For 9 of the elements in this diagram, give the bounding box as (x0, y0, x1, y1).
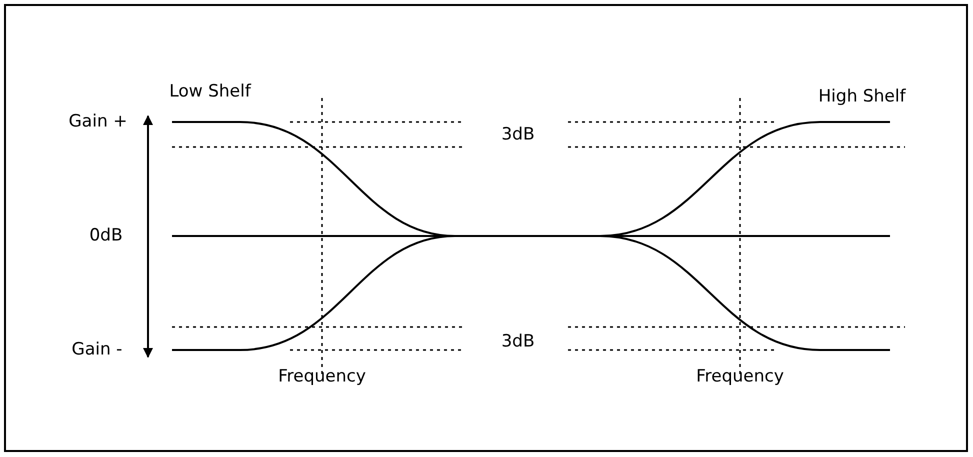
axis-label: Gain - (72, 340, 122, 360)
level-label: 3dB (501, 126, 535, 144)
panel-heading: Low Shelf (169, 82, 251, 102)
axis-label: 0dB (89, 226, 123, 246)
axis-label: Frequency (696, 368, 784, 386)
level-label: 3dB (501, 332, 535, 352)
panel-heading: High Shelf (818, 88, 906, 106)
axis-label: Frequency (278, 368, 366, 386)
axis-label: Gain + (68, 112, 128, 132)
